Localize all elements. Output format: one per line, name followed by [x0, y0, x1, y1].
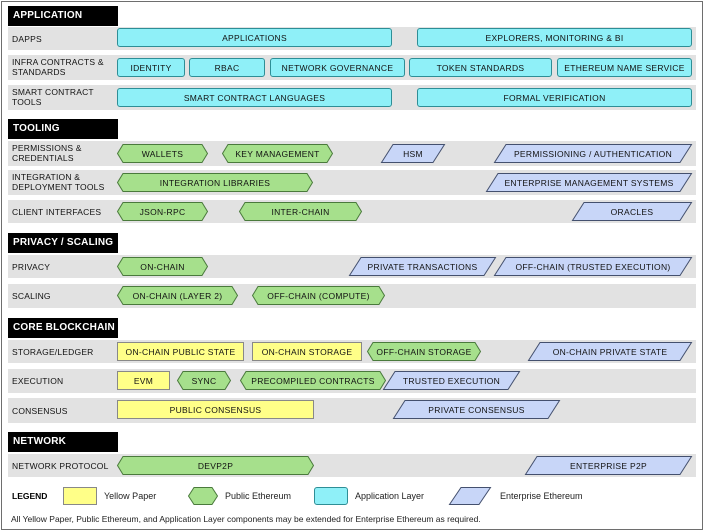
footnote: All Yellow Paper, Public Ethereum, and A… [11, 514, 481, 524]
component-label: PRIVATE TRANSACTIONS [367, 261, 478, 272]
component-off-chain-compute: OFF-CHAIN (COMPUTE) [251, 286, 386, 305]
section-header-core-blockchain: CORE BLOCKCHAIN [8, 318, 118, 338]
component-label: INTEGRATION LIBRARIES [159, 177, 271, 188]
legend-swatch-enterprise-ethereum [448, 487, 492, 505]
section-header-tooling: TOOLING [8, 119, 118, 139]
component-sync: SYNC [176, 371, 232, 390]
row-label: STORAGE/LEDGER [12, 347, 94, 357]
component-on-chain-layer-2: ON-CHAIN (LAYER 2) [116, 286, 239, 305]
component-label: PRIVATE CONSENSUS [428, 404, 525, 415]
legend-swatch-public-ethereum [187, 487, 219, 505]
component-label: WALLETS [141, 148, 184, 159]
component-label: ON-CHAIN STORAGE [261, 346, 353, 357]
component-off-chain-storage: OFF-CHAIN STORAGE [366, 342, 482, 361]
component-label: ENTERPRISE MANAGEMENT SYSTEMS [504, 177, 674, 188]
legend-label-enterprise-ethereum: Enterprise Ethereum [500, 491, 583, 501]
component-evm: EVM [117, 371, 170, 390]
component-label: OFF-CHAIN (COMPUTE) [267, 290, 370, 301]
legend-swatch-yellow-paper [63, 487, 97, 505]
component-label: NETWORK GOVERNANCE [281, 62, 394, 73]
row-label: INTEGRATION & DEPLOYMENT TOOLS [12, 172, 105, 192]
row-label: PERMISSIONS & CREDENTIALS [12, 143, 82, 163]
component-on-chain-private-state: ON-CHAIN PRIVATE STATE [527, 342, 693, 361]
row-label: PRIVACY [12, 262, 51, 272]
component-enterprise-management-systems: ENTERPRISE MANAGEMENT SYSTEMS [485, 173, 693, 192]
component-label: TRUSTED EXECUTION [402, 375, 501, 386]
component-private-transactions: PRIVATE TRANSACTIONS [348, 257, 497, 276]
component-permissioning-authentication: PERMISSIONING / AUTHENTICATION [493, 144, 693, 163]
legend-title: LEGEND [12, 491, 48, 501]
component-hsm: HSM [380, 144, 446, 163]
component-label: INTER-CHAIN [271, 206, 330, 217]
row-label: EXECUTION [12, 376, 64, 386]
component-label: KEY MANAGEMENT [235, 148, 320, 159]
legend-swatch-application-layer [314, 487, 348, 505]
component-wallets: WALLETS [116, 144, 209, 163]
component-label: PRECOMPILED CONTRACTS [251, 375, 375, 386]
component-ethereum-name-service: ETHEREUM NAME SERVICE [557, 58, 692, 77]
component-oracles: ORACLES [571, 202, 693, 221]
component-label: TOKEN STANDARDS [436, 62, 525, 73]
component-smart-contract-languages: SMART CONTRACT LANGUAGES [117, 88, 392, 107]
row-label: INFRA CONTRACTS & STANDARDS [12, 57, 104, 77]
component-label: ON-CHAIN [140, 261, 185, 272]
component-devp2p: DEVP2P [116, 456, 315, 475]
component-label: HSM [403, 148, 423, 159]
component-off-chain-trusted-execution: OFF-CHAIN (TRUSTED EXECUTION) [493, 257, 693, 276]
legend-label-application-layer: Application Layer [355, 491, 425, 501]
component-label: EXPLORERS, MONITORING & BI [485, 32, 624, 43]
component-label: ON-CHAIN (LAYER 2) [132, 290, 223, 301]
component-rbac: RBAC [189, 58, 265, 77]
component-trusted-execution: TRUSTED EXECUTION [382, 371, 521, 390]
component-identity: IDENTITY [117, 58, 185, 77]
component-label: RBAC [214, 62, 240, 73]
component-precompiled-contracts: PRECOMPILED CONTRACTS [239, 371, 387, 390]
component-formal-verification: FORMAL VERIFICATION [417, 88, 692, 107]
component-private-consensus: PRIVATE CONSENSUS [392, 400, 561, 419]
row-label: DAPPS [12, 34, 42, 44]
component-label: ON-CHAIN PRIVATE STATE [552, 346, 668, 357]
component-on-chain-storage: ON-CHAIN STORAGE [252, 342, 362, 361]
legend-label-yellow-paper: Yellow Paper [104, 491, 157, 501]
component-label: DEVP2P [197, 460, 234, 471]
component-label: ETHEREUM NAME SERVICE [564, 62, 685, 73]
component-on-chain-public-state: ON-CHAIN PUBLIC STATE [117, 342, 244, 361]
component-integration-libraries: INTEGRATION LIBRARIES [116, 173, 314, 192]
section-header-network: NETWORK [8, 432, 118, 452]
component-label: SMART CONTRACT LANGUAGES [183, 92, 326, 103]
component-label: ENTERPRISE P2P [570, 460, 647, 471]
component-enterprise-p2p: ENTERPRISE P2P [524, 456, 693, 475]
row-label: CONSENSUS [12, 406, 68, 416]
component-public-consensus: PUBLIC CONSENSUS [117, 400, 314, 419]
component-label: ON-CHAIN PUBLIC STATE [125, 346, 236, 357]
row-label: SCALING [12, 291, 51, 301]
component-applications: APPLICATIONS [117, 28, 392, 47]
component-label: SYNC [191, 375, 217, 386]
component-explorers-monitoring-bi: EXPLORERS, MONITORING & BI [417, 28, 692, 47]
row-label: NETWORK PROTOCOL [12, 461, 109, 471]
component-label: JSON-RPC [139, 206, 186, 217]
component-label: ORACLES [610, 206, 654, 217]
component-json-rpc: JSON-RPC [116, 202, 209, 221]
legend-label-public-ethereum: Public Ethereum [225, 491, 292, 501]
component-privacy-on-chain: ON-CHAIN [116, 257, 209, 276]
row-consensus: CONSENSUS [8, 398, 696, 423]
component-label: EVM [133, 375, 154, 386]
component-label: PUBLIC CONSENSUS [169, 404, 262, 415]
component-label: FORMAL VERIFICATION [503, 92, 606, 103]
section-header-application: APPLICATION [8, 6, 118, 26]
component-token-standards: TOKEN STANDARDS [409, 58, 552, 77]
component-network-governance: NETWORK GOVERNANCE [270, 58, 405, 77]
component-label: PERMISSIONING / AUTHENTICATION [513, 148, 673, 159]
component-label: APPLICATIONS [222, 32, 287, 43]
component-label: OFF-CHAIN STORAGE [376, 346, 472, 357]
section-header-privacy-scaling: PRIVACY / SCALING [8, 233, 118, 253]
row-label: CLIENT INTERFACES [12, 207, 102, 217]
component-inter-chain: INTER-CHAIN [238, 202, 363, 221]
row-label: SMART CONTRACT TOOLS [12, 87, 94, 107]
component-label: IDENTITY [130, 62, 172, 73]
component-label: OFF-CHAIN (TRUSTED EXECUTION) [515, 261, 671, 272]
component-key-management: KEY MANAGEMENT [221, 144, 334, 163]
